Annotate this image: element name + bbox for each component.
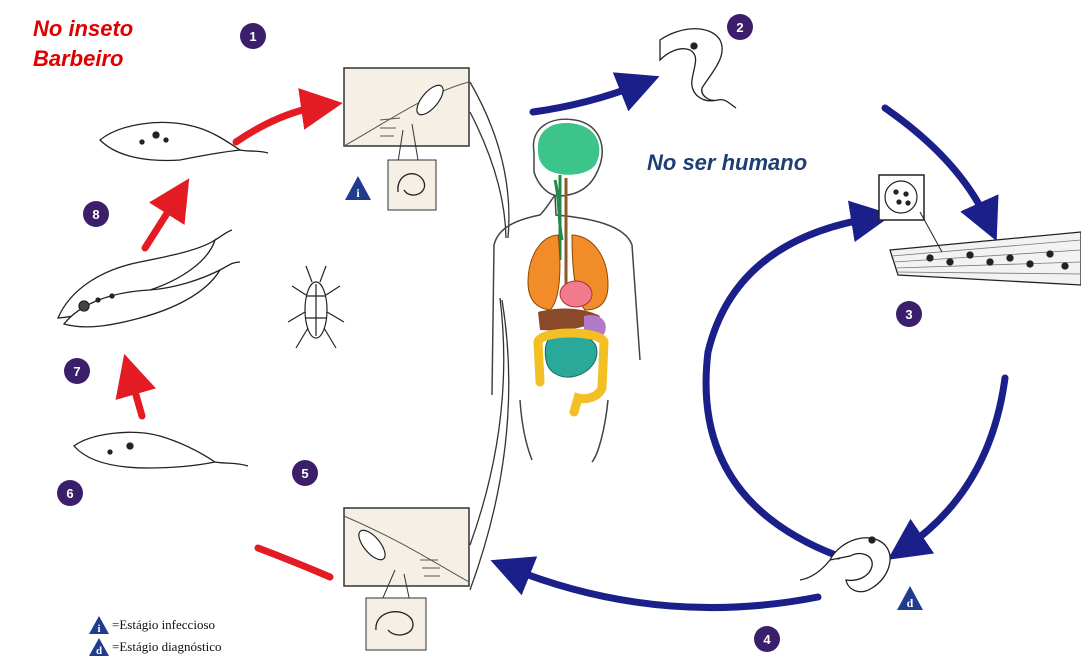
brain (538, 123, 600, 175)
svg-text:i: i (97, 623, 100, 635)
insect-caption: No inseto Barbeiro (33, 14, 133, 74)
step-badge-4: 4 (754, 626, 780, 652)
svg-text:6: 6 (66, 486, 73, 501)
insect-caption-line2: Barbeiro (33, 44, 133, 74)
kissing-bug (288, 266, 344, 348)
arrow-6-to-7 (130, 374, 142, 416)
svg-text:2: 2 (736, 20, 743, 35)
trypomastigote-6 (74, 432, 215, 468)
trypomastigote-1 (100, 122, 240, 160)
step-badge-2: 2 (727, 14, 753, 40)
svg-text:1: 1 (249, 29, 256, 44)
step-badge-8: 8 (83, 201, 109, 227)
arrow-5-to-6 (258, 548, 330, 577)
svg-text:d: d (907, 596, 914, 610)
legend-row-infective: i =Estágio infeccioso (88, 614, 222, 636)
arrow-3-to-4 (905, 378, 1005, 548)
heart (560, 281, 592, 307)
legend: i =Estágio infeccioso d =Estágio diagnós… (88, 614, 222, 658)
svg-text:4: 4 (763, 632, 771, 647)
lung-left (528, 235, 560, 310)
arrow-4-to-3-loop (706, 218, 872, 556)
trypomastigote-2 (660, 29, 722, 101)
step-badge-3: 3 (896, 301, 922, 327)
svg-text:3: 3 (905, 307, 912, 322)
svg-text:5: 5 (301, 466, 308, 481)
small-intestine (545, 333, 597, 377)
human-caption: No ser humano (647, 150, 807, 176)
arrow-8-to-1 (236, 106, 322, 142)
insect-caption-line1: No inseto (33, 14, 133, 44)
human-figure (492, 119, 640, 462)
step-badge-6: 6 (57, 480, 83, 506)
arrow-4-to-5 (510, 568, 818, 608)
legend-label-infective: =Estágio infeccioso (112, 617, 215, 633)
diagnostic-stage-marker: d (897, 586, 923, 610)
svg-text:8: 8 (92, 207, 99, 222)
infective-stage-icon: i (88, 615, 110, 635)
legend-row-diagnostic: d =Estágio diagnóstico (88, 636, 222, 658)
diagnostic-stage-icon: d (88, 637, 110, 657)
step-badge-5: 5 (292, 460, 318, 486)
legend-label-diagnostic: =Estágio diagnóstico (112, 639, 222, 655)
arrow-7-to-8 (145, 196, 178, 248)
muscle-tissue (890, 232, 1081, 285)
step-badge-7: 7 (64, 358, 90, 384)
infective-stage-marker: i (345, 176, 371, 200)
trypomastigote-4 (830, 538, 890, 592)
arrow-1-to-2 (533, 84, 640, 112)
step-badges: 1 2 3 4 5 6 7 8 (57, 14, 922, 652)
step-badge-1: 1 (240, 23, 266, 49)
svg-text:7: 7 (73, 364, 80, 379)
svg-text:d: d (96, 645, 102, 657)
connector-lines (470, 82, 509, 590)
bite-box-bottom (344, 508, 469, 650)
